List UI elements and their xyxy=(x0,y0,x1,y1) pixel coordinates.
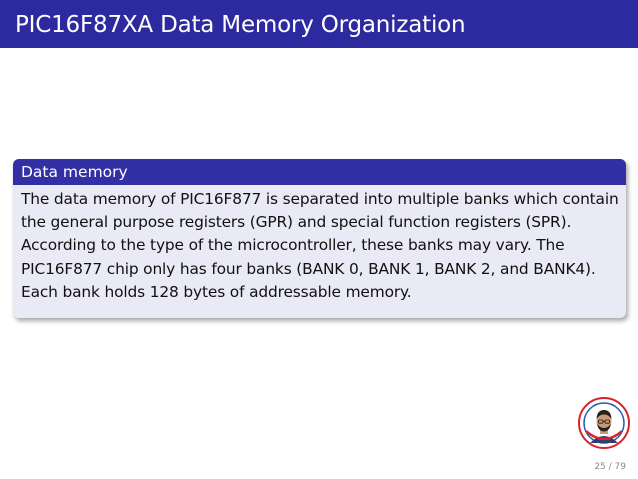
block-title: Data memory xyxy=(21,163,128,181)
portrait-graphic xyxy=(581,400,627,446)
title-bar: PIC16F87XA Data Memory Organization xyxy=(0,0,638,48)
presenter-portrait-logo-icon xyxy=(578,397,630,449)
block-body-text: The data memory of PIC16F877 is separate… xyxy=(21,190,619,301)
slide-title: PIC16F87XA Data Memory Organization xyxy=(15,12,466,38)
page-number: 25 / 79 xyxy=(594,462,626,472)
block-header: Data memory xyxy=(13,159,626,185)
data-memory-block: Data memory The data memory of PIC16F877… xyxy=(13,159,626,318)
